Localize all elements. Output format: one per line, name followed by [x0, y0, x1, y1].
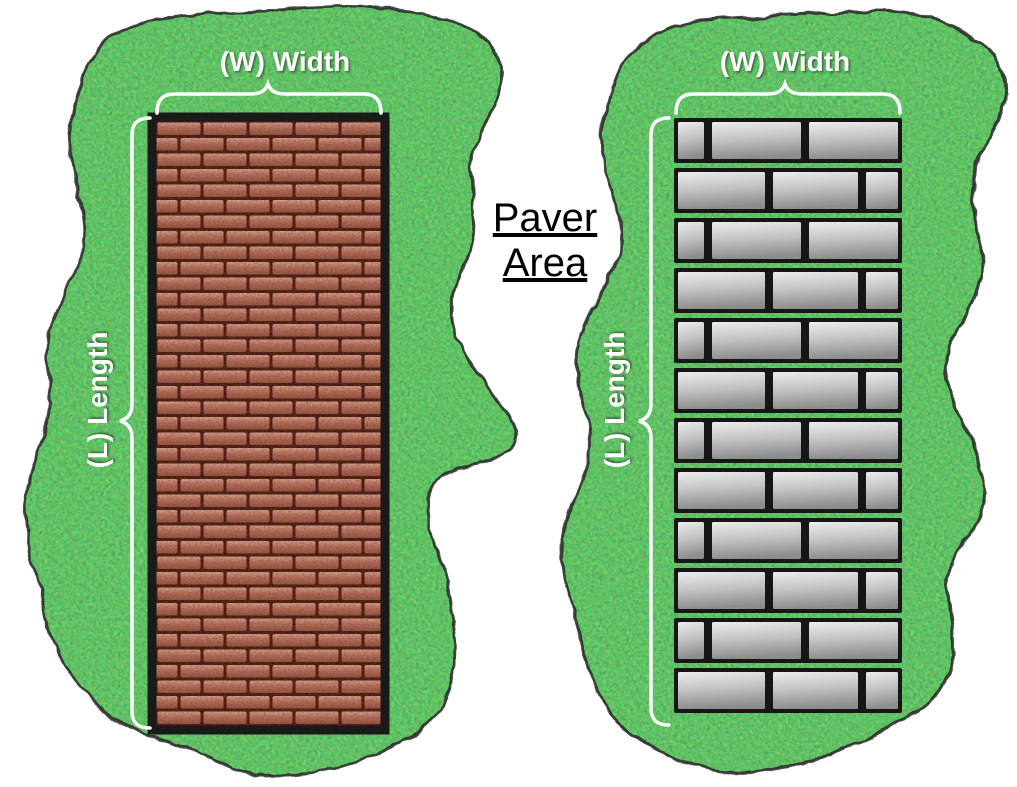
paver-block: [678, 422, 704, 459]
paver-block: [678, 622, 704, 659]
paver-block: [773, 472, 858, 509]
paver-block: [773, 172, 858, 209]
paver-block: [866, 572, 898, 609]
right-length-brace: [638, 116, 671, 727]
paver-block: [809, 222, 898, 259]
left-length-brace: [119, 116, 152, 730]
paver-block: [712, 522, 801, 559]
paver-block: [678, 322, 704, 359]
paver-block: [773, 372, 858, 409]
left-length-label: (L) Length: [82, 332, 113, 469]
paver-block: [773, 572, 858, 609]
paver-block: [866, 272, 898, 309]
paver-block: [712, 322, 801, 359]
brick-border: [147, 112, 390, 735]
paver-block: [678, 672, 765, 709]
paver-block: [712, 422, 801, 459]
paver-block: [678, 522, 704, 559]
left-width-label: (W) Width: [220, 46, 350, 77]
left-width-brace: [155, 78, 383, 115]
left-brick-area: [147, 112, 390, 735]
center-title-line1: Paver: [493, 196, 598, 240]
paver-block: [809, 622, 898, 659]
paver-block: [678, 372, 765, 409]
paver-block: [809, 322, 898, 359]
paver-block: [678, 122, 704, 159]
paver-block: [678, 472, 765, 509]
brick-texture-overlay: [156, 121, 381, 726]
paver-block: [712, 222, 801, 259]
right-width-label: (W) Width: [720, 46, 850, 77]
paver-block: [678, 272, 765, 309]
paver-block: [773, 672, 858, 709]
paver-block: [678, 572, 765, 609]
paver-block: [712, 622, 801, 659]
paver-block: [866, 472, 898, 509]
paver-block: [809, 522, 898, 559]
left-blob-outline: [23, 5, 519, 778]
paver-block: [678, 222, 704, 259]
paver-block: [678, 172, 765, 209]
paver-block: [712, 122, 801, 159]
paver-block: [866, 172, 898, 209]
paver-block: [866, 672, 898, 709]
paver-block: [773, 272, 858, 309]
paver-block: [866, 372, 898, 409]
right-length-label: (L) Length: [599, 332, 630, 469]
right-width-brace: [674, 78, 902, 115]
center-title-line2: Area: [503, 241, 588, 285]
paver-grid: [674, 118, 902, 713]
paver-block: [809, 122, 898, 159]
right-blob-outline: [560, 9, 1007, 775]
paver-block: [809, 422, 898, 459]
